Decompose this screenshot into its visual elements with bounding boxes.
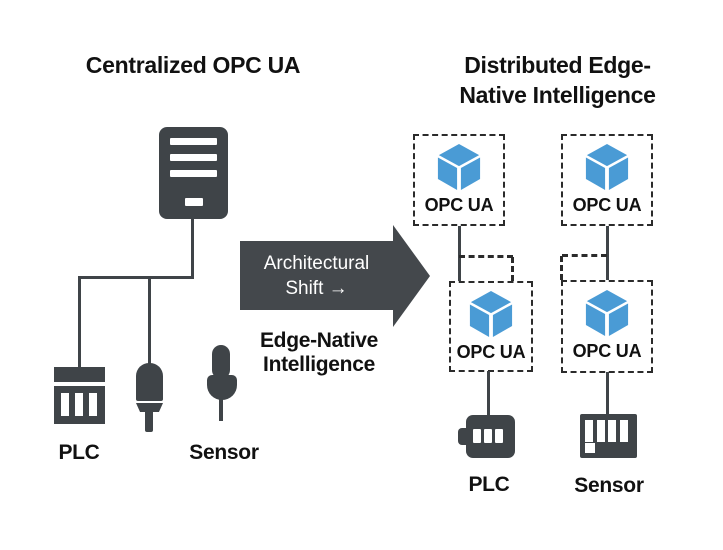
left-plc-label: PLC (58, 441, 100, 464)
plug-collar (136, 403, 163, 412)
dashed-connector-left-horizontal (459, 255, 513, 258)
plc-device-slot (495, 429, 503, 443)
plc-device-body (466, 415, 515, 458)
connector-to-plc (78, 276, 81, 367)
caption-line1: Edge-Native (259, 329, 379, 352)
opcua-node-bottom-left: OPC UA (449, 281, 533, 372)
plug-dome (136, 363, 163, 401)
opcua-node-label: OPC UA (572, 195, 642, 215)
cube-icon (585, 290, 629, 337)
arrow-label-line2: Shift → (285, 277, 348, 299)
cube-icon (437, 144, 481, 191)
plc-terminal-block (54, 386, 105, 424)
server-icon (159, 127, 228, 219)
opcua-node-label: OPC UA (456, 342, 526, 362)
left-sensor-label: Sensor (189, 441, 259, 464)
right-section-title: Distributed Edge- Native Intelligence (405, 50, 710, 110)
plc-slot (61, 393, 69, 416)
connector-node2-down (606, 226, 609, 281)
server-slot-bar (170, 138, 217, 145)
connector-server-down (191, 219, 194, 277)
connector-branch-horizontal (78, 276, 194, 279)
sensor-device-bar (620, 420, 628, 442)
server-slot-bar (170, 154, 217, 161)
plc-device-slot (484, 429, 492, 443)
probe-cup (207, 375, 237, 400)
connector-node3-to-plc (487, 371, 490, 415)
connector-node1-down (458, 226, 461, 282)
right-title-line1: Distributed Edge- (464, 52, 651, 78)
sensor-device-bar (597, 420, 605, 442)
connector-node4-to-sensor (606, 372, 609, 414)
plc-slot (75, 393, 83, 416)
opcua-node-label: OPC UA (424, 195, 494, 215)
architectural-shift-arrow: Architectural Shift → (240, 241, 393, 310)
plc-device-icon (458, 415, 515, 458)
cube-icon (469, 291, 513, 338)
probe-capsule (212, 345, 230, 379)
opcua-node-bottom-right: OPC UA (561, 280, 653, 373)
plug-stem (145, 412, 153, 432)
dashed-connector-right-vertical (560, 256, 563, 280)
server-drive-dash (185, 198, 203, 206)
sensor-device-square (585, 443, 595, 453)
probe-stem (219, 399, 223, 421)
cube-icon (585, 144, 629, 191)
edge-native-caption: Edge-Native Intelligence (238, 329, 400, 377)
right-title-line2: Native Intelligence (459, 82, 656, 108)
arrow-head-icon (393, 225, 430, 327)
opcua-node-top-left: OPC UA (413, 134, 505, 226)
plc-device-slot (473, 429, 481, 443)
plc-slot (89, 393, 97, 416)
opcua-node-label: OPC UA (572, 341, 642, 361)
sensor-device-bar (608, 420, 616, 442)
plc-icon (54, 367, 105, 424)
right-plc-label: PLC (468, 473, 510, 496)
plc-top-bar (54, 367, 105, 382)
plc-device-tab (458, 428, 469, 445)
arrow-label-line1: Architectural (263, 252, 370, 274)
left-section-title: Centralized OPC UA (85, 52, 301, 78)
server-slot-bar (170, 170, 217, 177)
sensor-device-bar (585, 420, 593, 442)
right-sensor-label: Sensor (574, 474, 644, 497)
opcua-node-top-right: OPC UA (561, 134, 653, 226)
dashed-connector-left-vertical (511, 257, 514, 281)
dashed-connector-right-horizontal (562, 254, 607, 257)
connector-to-plug (148, 276, 151, 364)
caption-line2: Intelligence (263, 353, 375, 376)
sensor-device-icon (580, 414, 637, 458)
